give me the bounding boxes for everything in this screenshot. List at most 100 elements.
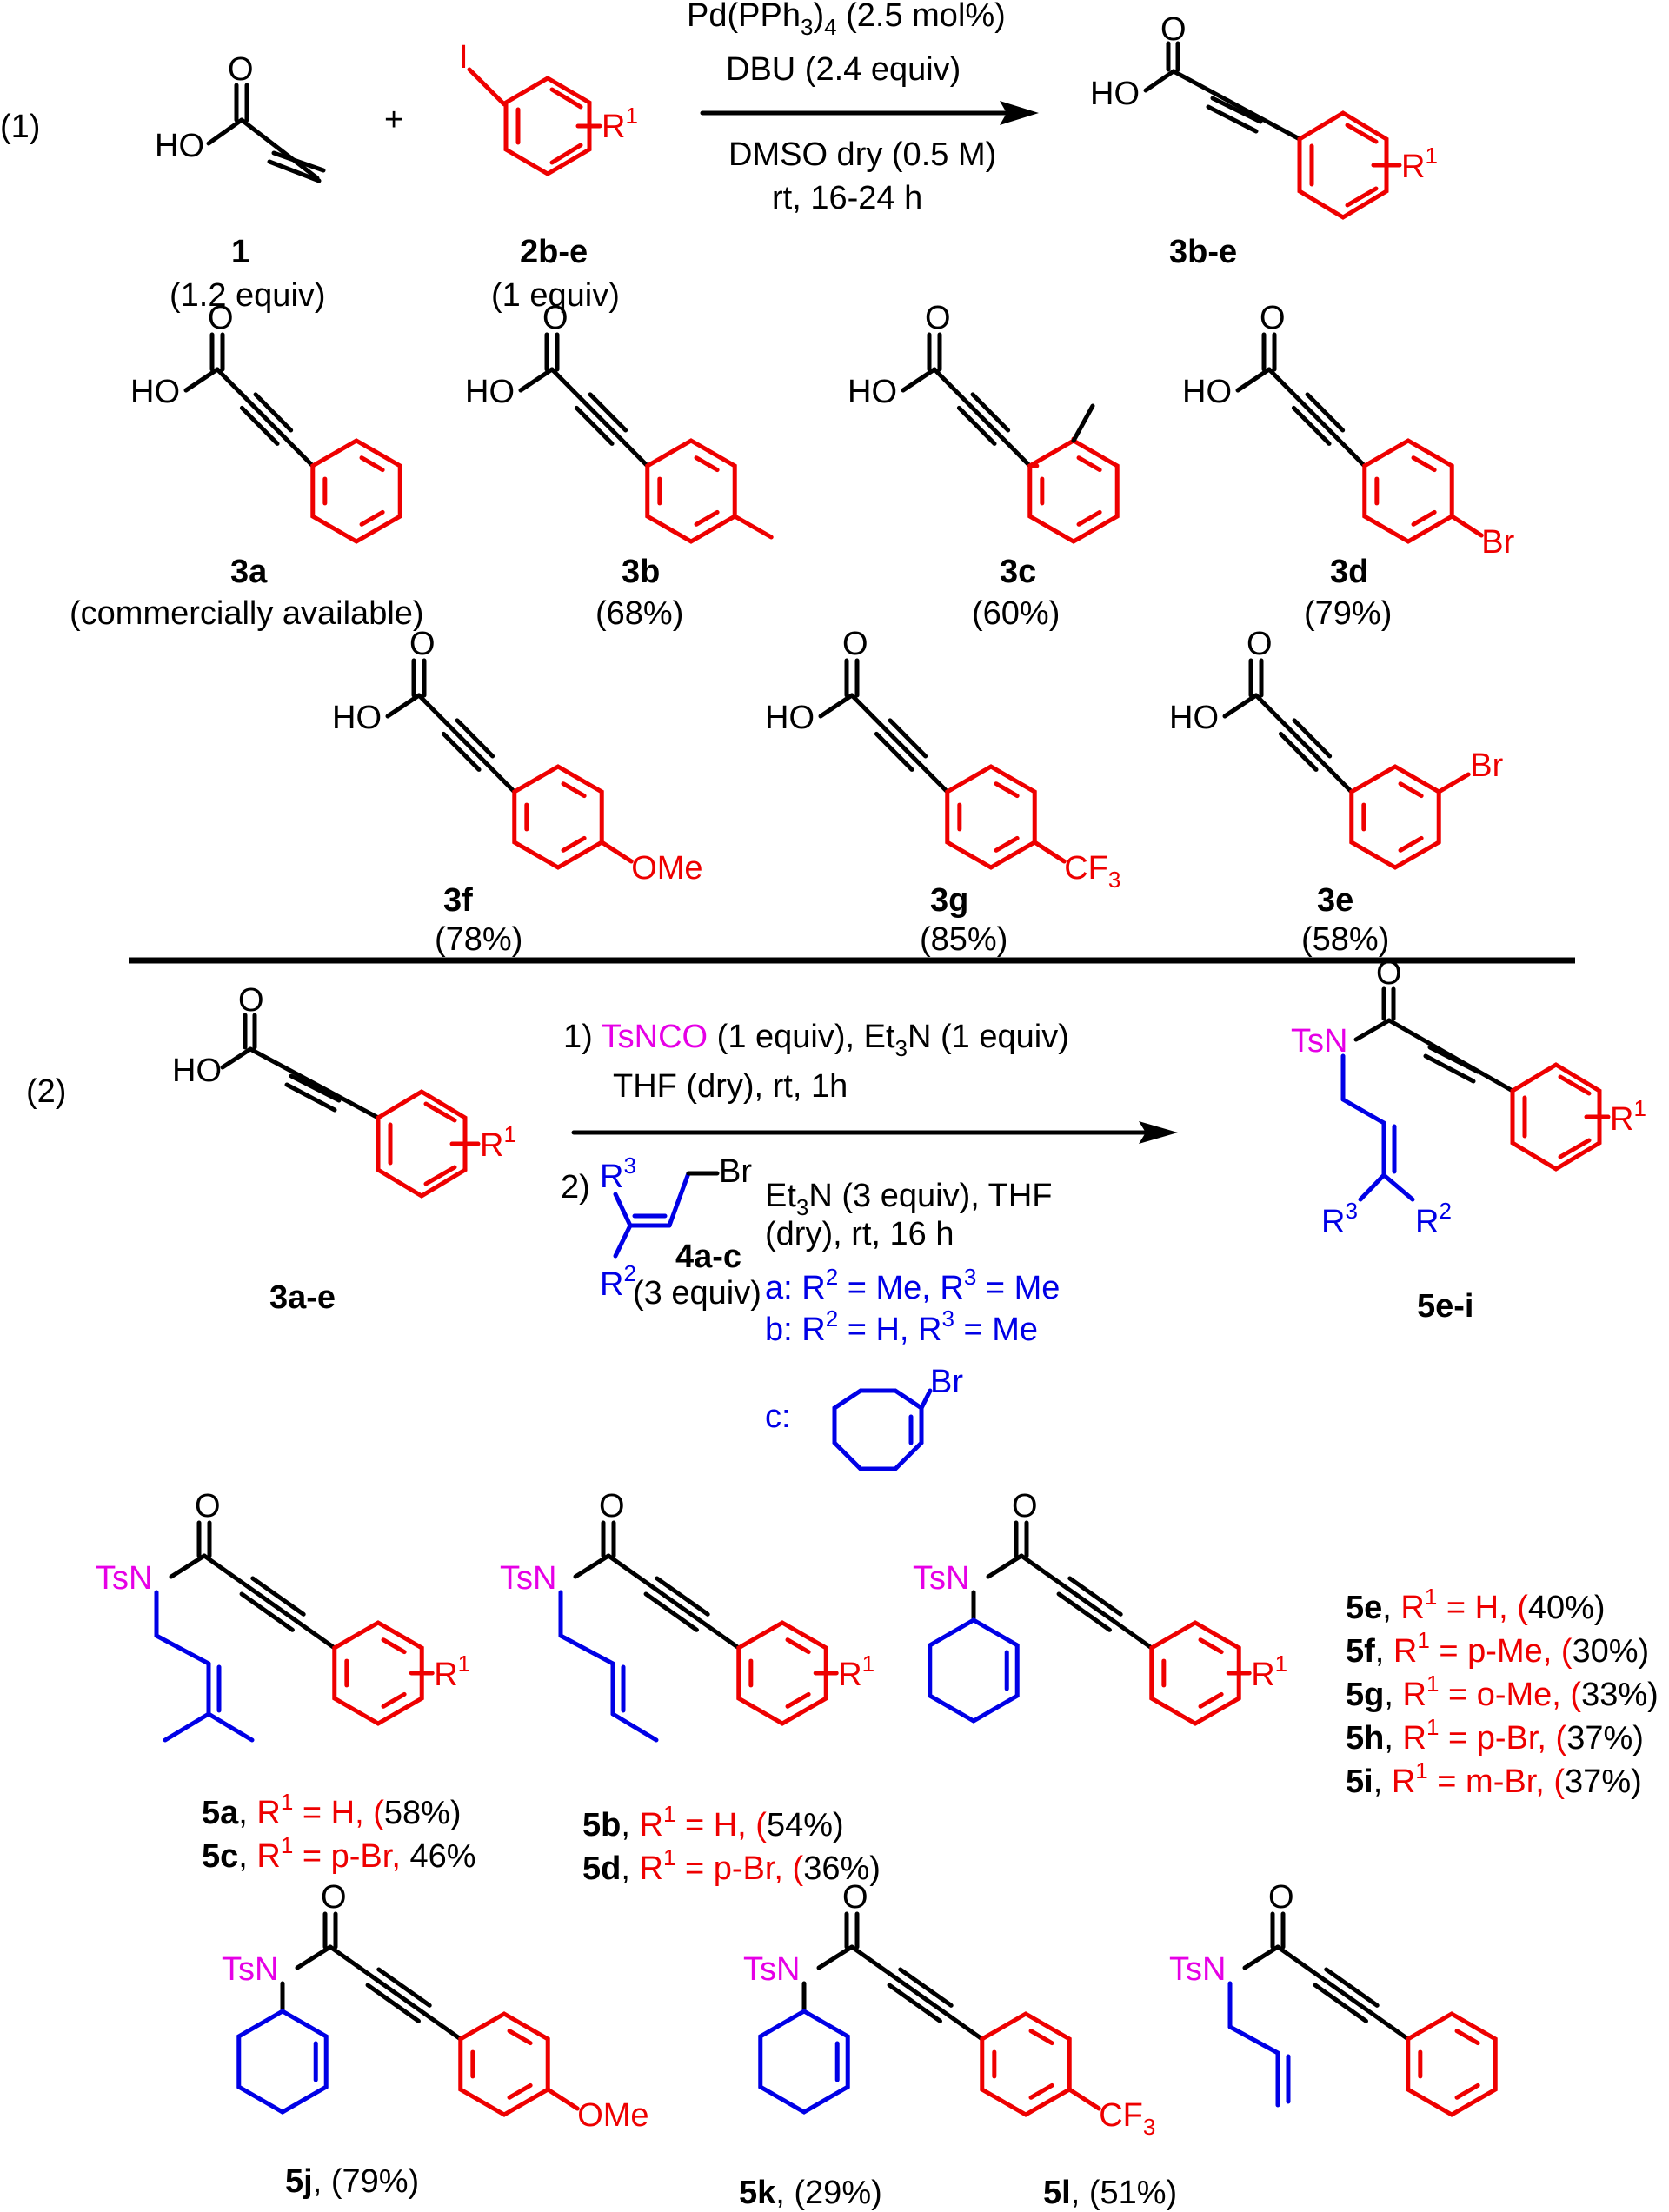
bond <box>1222 693 1259 719</box>
bond <box>385 693 422 719</box>
reagent-4a-c-equiv: (3 equiv) <box>633 1275 761 1312</box>
substituent-label: CF3 <box>1064 850 1120 893</box>
atom-O: O <box>599 1488 625 1524</box>
product-5e-i-id: 5e-i <box>1417 1288 1473 1325</box>
plus-sign: + <box>384 102 403 138</box>
atom-O: O <box>238 982 264 1019</box>
substituent-label: CF3 <box>1099 2097 1155 2140</box>
atom-HO: HO <box>1090 76 1140 112</box>
bond <box>518 367 555 393</box>
benzene-ring <box>980 2011 1072 2117</box>
reactant-3a-e: O HO R1 <box>172 982 516 1199</box>
product-gallery-5: OTsNR1OTsNR1OTsNR1OTsNOMeOTsNCF3OTsN5a, … <box>96 1488 1498 2211</box>
atom-HO: HO <box>172 1053 222 1089</box>
benzene-ring <box>1406 2011 1498 2117</box>
bond <box>573 1553 611 1579</box>
benzene-ring <box>512 764 604 870</box>
base-label: DBU (2.4 equiv) <box>726 51 961 88</box>
part-2-number: (2) <box>26 1073 66 1110</box>
product-id: 3f <box>443 882 473 919</box>
product-yield: (79%) <box>1304 595 1392 632</box>
product-yield: (60%) <box>972 595 1060 632</box>
legend-item-5e: 5e, R1 = H, (40%) <box>1346 1584 1606 1626</box>
benzene-ring <box>736 1620 828 1726</box>
bond <box>328 1944 463 2042</box>
bond <box>1067 1576 1123 1617</box>
r1-label: R1 <box>434 1651 470 1693</box>
tsn-label: TsN <box>1169 1951 1226 1988</box>
bond <box>163 1711 211 1743</box>
allyl-bromide-4a-c: R3 Br R2 <box>600 1152 752 1303</box>
r1-label: R1 <box>480 1121 516 1164</box>
yield-label-5j: 5j, (79%) <box>285 2163 419 2200</box>
variant-b: b: R2 = H, R3 = Me <box>765 1305 1038 1348</box>
part-1: (1) O HO 1 (1.2 equiv) + I R1 2b-e (1 e <box>0 0 1438 314</box>
atom-O: O <box>1268 1879 1294 1916</box>
bond <box>206 1711 255 1743</box>
atom-HO: HO <box>465 374 515 410</box>
bond <box>694 509 720 527</box>
product-5e-i: O TsN R1 R3 R2 <box>1291 955 1646 1240</box>
yield-label-5a: 5a, R1 = H, (58%) <box>202 1789 462 1831</box>
bond <box>887 1983 942 2023</box>
bond <box>588 392 628 433</box>
bond <box>574 405 615 446</box>
bond <box>561 835 587 853</box>
bond <box>849 1944 985 2042</box>
product-5-structure: O TsN <box>1169 1879 1498 2117</box>
bond <box>816 1944 854 1970</box>
legend-item-5f: 5f, R1 = p-Me, (30%) <box>1346 1627 1649 1670</box>
bond <box>1067 2087 1101 2111</box>
tsn-label: TsN <box>743 1951 800 1988</box>
atom-O: O <box>842 626 868 662</box>
atom-O: O <box>228 51 254 88</box>
atom-O: O <box>409 626 436 662</box>
bond <box>1227 2024 1280 2056</box>
product-id: 3a <box>230 554 268 590</box>
bond <box>239 405 280 446</box>
bond <box>888 718 928 759</box>
tsn-label: TsN <box>96 1560 152 1597</box>
step-2-conditions: Et3N (3 equiv), THF <box>765 1178 1053 1220</box>
reactant-propiolic-acid: O HO <box>155 51 326 183</box>
r2-label: R2 <box>1415 1198 1452 1240</box>
product-yield: (68%) <box>595 595 683 632</box>
bond <box>507 2029 533 2046</box>
reaction-arrow-1-head <box>1000 101 1039 125</box>
r2-label: R2 <box>600 1260 636 1303</box>
atom-HO: HO <box>1182 374 1232 410</box>
bond <box>381 1691 407 1709</box>
cyclohexene-ring <box>236 2009 329 2115</box>
part-2: (2) O HO R1 3a-e 1) TsNCO (1 equiv), Et3… <box>26 955 1646 1471</box>
atom-O: O <box>321 1879 347 1916</box>
bond <box>365 1983 421 2023</box>
yield-label-5l: 5l, (51%) <box>1043 2175 1177 2211</box>
reaction-arrow-2-head <box>1139 1121 1178 1144</box>
bond <box>376 1967 432 2008</box>
bond <box>1235 367 1272 393</box>
bond <box>785 1691 811 1709</box>
atom-HO: HO <box>332 700 382 736</box>
atom-HO: HO <box>848 374 897 410</box>
product-yield: (commercially available) <box>70 595 424 632</box>
yield-label-5c: 5c, R1 = p-Br, 46% <box>202 1832 476 1875</box>
bond <box>599 840 634 864</box>
benzene-ring <box>945 764 1037 870</box>
bond <box>1198 1637 1224 1655</box>
benzene-ring <box>1149 1620 1241 1726</box>
reactant-2-equiv: (1 equiv) <box>491 277 620 314</box>
benzene-ring <box>332 1620 424 1726</box>
time-label: rt, 16-24 h <box>772 180 922 216</box>
reagent-4a-c-id: 4a-c <box>675 1239 741 1275</box>
r1-label: R1 <box>838 1651 874 1693</box>
bond <box>1032 840 1067 864</box>
reactant-aryl-iodide: I R1 <box>459 39 638 176</box>
bond <box>381 1637 407 1655</box>
product-id: 3g <box>930 882 968 919</box>
cyclohexene-ring <box>758 2009 850 2115</box>
